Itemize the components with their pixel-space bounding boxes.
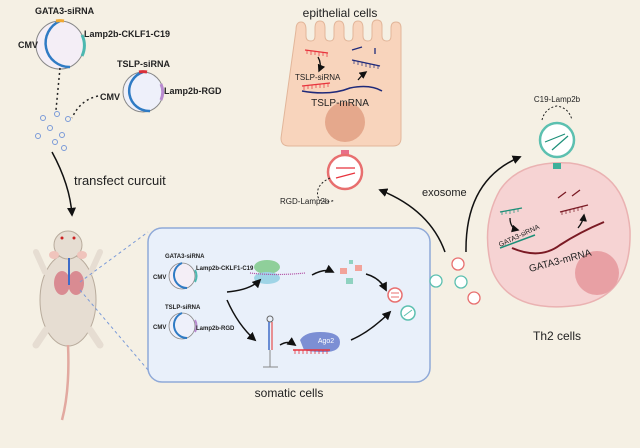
somatic-gata3-promoter: CMV xyxy=(153,275,166,281)
th2-cell: Th2 cells GATA3-siRNA GATA3-mRNA xyxy=(486,161,631,343)
exosome-red-icon xyxy=(387,287,403,303)
tslp-mrna-strand xyxy=(301,85,383,94)
th2-label: Th2 cells xyxy=(533,329,581,343)
ago2-label: Ago2 xyxy=(318,338,334,345)
exosome-to-epithelial-arrow xyxy=(378,188,446,253)
exosome-teal-icon xyxy=(400,305,416,321)
shrna-hairpin-icon xyxy=(263,315,278,368)
gata3-plasmid-fusion: Lamp2b-CKLF1-C19 xyxy=(84,29,170,39)
somatic-gata3-fusion: Lamp2b-CKLF1-C19 xyxy=(196,266,254,272)
zoom-line xyxy=(79,289,149,371)
rgd-lamp2b-label: RGD-Lamp2b xyxy=(280,197,330,206)
tslp-sirna-label: TSLP-siRNA xyxy=(295,73,341,82)
ribosome-icon xyxy=(254,260,280,274)
lung-left xyxy=(54,271,70,295)
somatic-label: somatic cells xyxy=(255,386,324,400)
transfect-label: transfect curcuit xyxy=(74,173,166,188)
somatic-tslp-title: TSLP-siRNA xyxy=(165,305,201,311)
exosome-cluster xyxy=(429,257,481,305)
gata3-plasmid-promoter: CMV xyxy=(18,40,38,50)
epithelial-nucleus xyxy=(325,102,365,142)
lung-right xyxy=(68,271,84,295)
somatic-cell-box: somatic cells GATA3-siRNA CMV Lamp2b-CKL… xyxy=(147,227,431,400)
c19-lamp2b-label: C19-Lamp2b xyxy=(534,95,581,104)
plasmid-vesicles xyxy=(35,111,71,151)
rgd-exosome xyxy=(326,153,364,191)
cmv-segment xyxy=(127,70,151,113)
epithelial-cell: epithelial cells TSLP-siRNA TSLP-mRNA xyxy=(280,6,402,156)
tslp-plasmid-fusion: Lamp2b-RGD xyxy=(164,86,222,96)
cklf1-segment xyxy=(80,34,86,57)
c19-exosome xyxy=(538,121,576,159)
zoom-line xyxy=(79,231,149,283)
rgd-segment xyxy=(159,83,165,101)
tslp-mrna-label: TSLP-mRNA xyxy=(311,98,369,109)
exosome-label: exosome xyxy=(422,187,467,199)
exosome-to-th2-arrow xyxy=(465,155,522,253)
th2-nucleus xyxy=(575,251,619,295)
tslp-plasmid: TSLP-siRNA CMV Lamp2b-RGD xyxy=(100,59,222,113)
dotted-connector xyxy=(55,67,61,111)
rgd-pointer xyxy=(317,177,336,203)
somatic-tslp-fusion: Lamp2b-RGD xyxy=(196,326,235,332)
dotted-connector xyxy=(71,95,99,119)
mouse-illustration xyxy=(32,230,104,421)
gata3-mrna-strand xyxy=(511,221,605,255)
gata3-plasmid: GATA3-siRNA CMV Lamp2b-CKLF1-C19 xyxy=(18,6,170,70)
ago2-protein-icon xyxy=(300,332,340,352)
epithelial-label: epithelial cells xyxy=(303,6,378,20)
somatic-tslp-promoter: CMV xyxy=(153,325,166,331)
tslp-plasmid-promoter: CMV xyxy=(100,92,120,102)
tslp-plasmid-title: TSLP-siRNA xyxy=(117,59,171,69)
gata3-plasmid-title: GATA3-siRNA xyxy=(35,6,95,16)
c19-pointer xyxy=(541,105,573,121)
transfect-arrow xyxy=(51,151,77,217)
mouse-tail xyxy=(60,344,70,421)
cmv-segment xyxy=(44,19,71,69)
somatic-gata3-title: GATA3-siRNA xyxy=(165,254,205,260)
